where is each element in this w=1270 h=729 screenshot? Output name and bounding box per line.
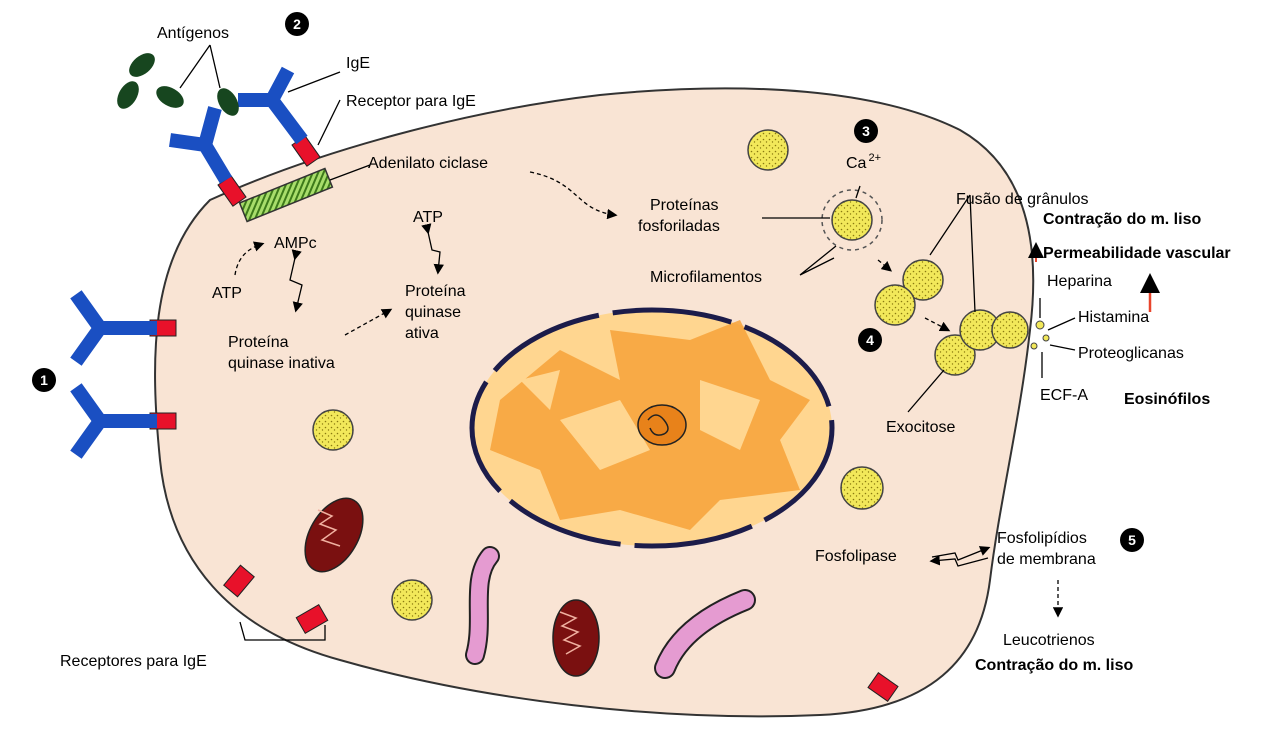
label-ige: IgE (346, 55, 370, 72)
free-ige-receptor (223, 564, 255, 598)
label-microfilamentos: Microfilamentos (650, 269, 762, 286)
label-proteinas-fosforiladas-1: Proteínas (650, 197, 718, 214)
svg-text:1: 1 (40, 372, 48, 388)
adenylate-cyclase (238, 167, 334, 223)
granule-ca (821, 189, 883, 251)
label-proteina-quinase-ativa-3: ativa (405, 325, 439, 342)
label-fosfolipidios-2: de membrana (997, 551, 1096, 568)
exocytosis-granules (934, 309, 1050, 376)
label-heparina: Heparina (1047, 273, 1112, 290)
label-proteina-quinase-ativa-2: quinase (405, 304, 461, 321)
label-proteina-quinase-inativa-2: quinase inativa (228, 355, 335, 372)
dashed-arrows (234, 171, 1064, 618)
connector-lines (179, 44, 1076, 641)
step-badge-3: 3 (854, 119, 878, 143)
label-contracao-bottom: Contração do m. liso (975, 657, 1133, 674)
label-ecf-a: ECF-A (1040, 387, 1088, 404)
label-fosfolipidios-1: Fosfolipídios (997, 530, 1087, 547)
svg-text:3: 3 (862, 123, 870, 139)
svg-text:5: 5 (1128, 532, 1136, 548)
antigen (117, 81, 139, 109)
label-atp-left: ATP (212, 285, 242, 302)
step-badge-2: 2 (285, 12, 309, 36)
svg-text:4: 4 (866, 332, 874, 348)
label-fosfolipase: Fosfolipase (815, 548, 897, 565)
granule (391, 579, 433, 621)
label-proteina-quinase-ativa-1: Proteína (405, 283, 466, 300)
nucleolus (637, 404, 687, 446)
label-exocitose: Exocitose (886, 419, 955, 436)
step-badge-4: 4 (858, 328, 882, 352)
label-receptores-ige: Receptores para IgE (60, 653, 207, 670)
nucleus (469, 307, 835, 549)
fusing-granules (874, 259, 944, 326)
label-proteoglicanas: Proteoglicanas (1078, 345, 1184, 362)
label-proteinas-fosforiladas-2: fosforiladas (638, 218, 720, 235)
label-fusao-granulos: Fusão de grânulos (956, 191, 1089, 208)
bidirectional-arrows (289, 223, 991, 567)
svg-text:2: 2 (293, 16, 301, 32)
mitochondrion (552, 599, 600, 677)
antigen (156, 86, 184, 108)
crosslinked-ige-receptors (169, 66, 321, 207)
label-adenilato-ciclase: Adenilato ciclase (368, 155, 488, 172)
label-eosinofilos: Eosinófilos (1124, 391, 1210, 408)
label-proteina-quinase-inativa-1: Proteína (228, 334, 289, 351)
step-badge-5: 5 (1120, 528, 1144, 552)
label-histamina: Histamina (1078, 309, 1149, 326)
mitochondrion (304, 497, 364, 573)
label-leucotrienos: Leucotrienos (1003, 632, 1095, 649)
granule (840, 466, 884, 510)
antigen (217, 88, 239, 116)
label-antigenos: Antígenos (157, 25, 229, 42)
label-permeabilidade: Permeabilidade vascular (1043, 245, 1231, 262)
ige-receptor-left-top (70, 290, 177, 366)
label-contracao-top: Contração do m. liso (1043, 211, 1201, 228)
ige-receptor-left-bottom (70, 383, 177, 459)
step-badge-1: 1 (32, 368, 56, 392)
label-atp-mid: ATP (413, 209, 443, 226)
free-ige-receptor (295, 604, 329, 634)
free-ige-receptor (867, 672, 899, 702)
label-receptor-ige: Receptor para IgE (346, 93, 476, 110)
antigen (129, 53, 155, 77)
granule (312, 409, 354, 451)
label-ampc: AMPc (274, 235, 317, 252)
granule (747, 129, 789, 171)
